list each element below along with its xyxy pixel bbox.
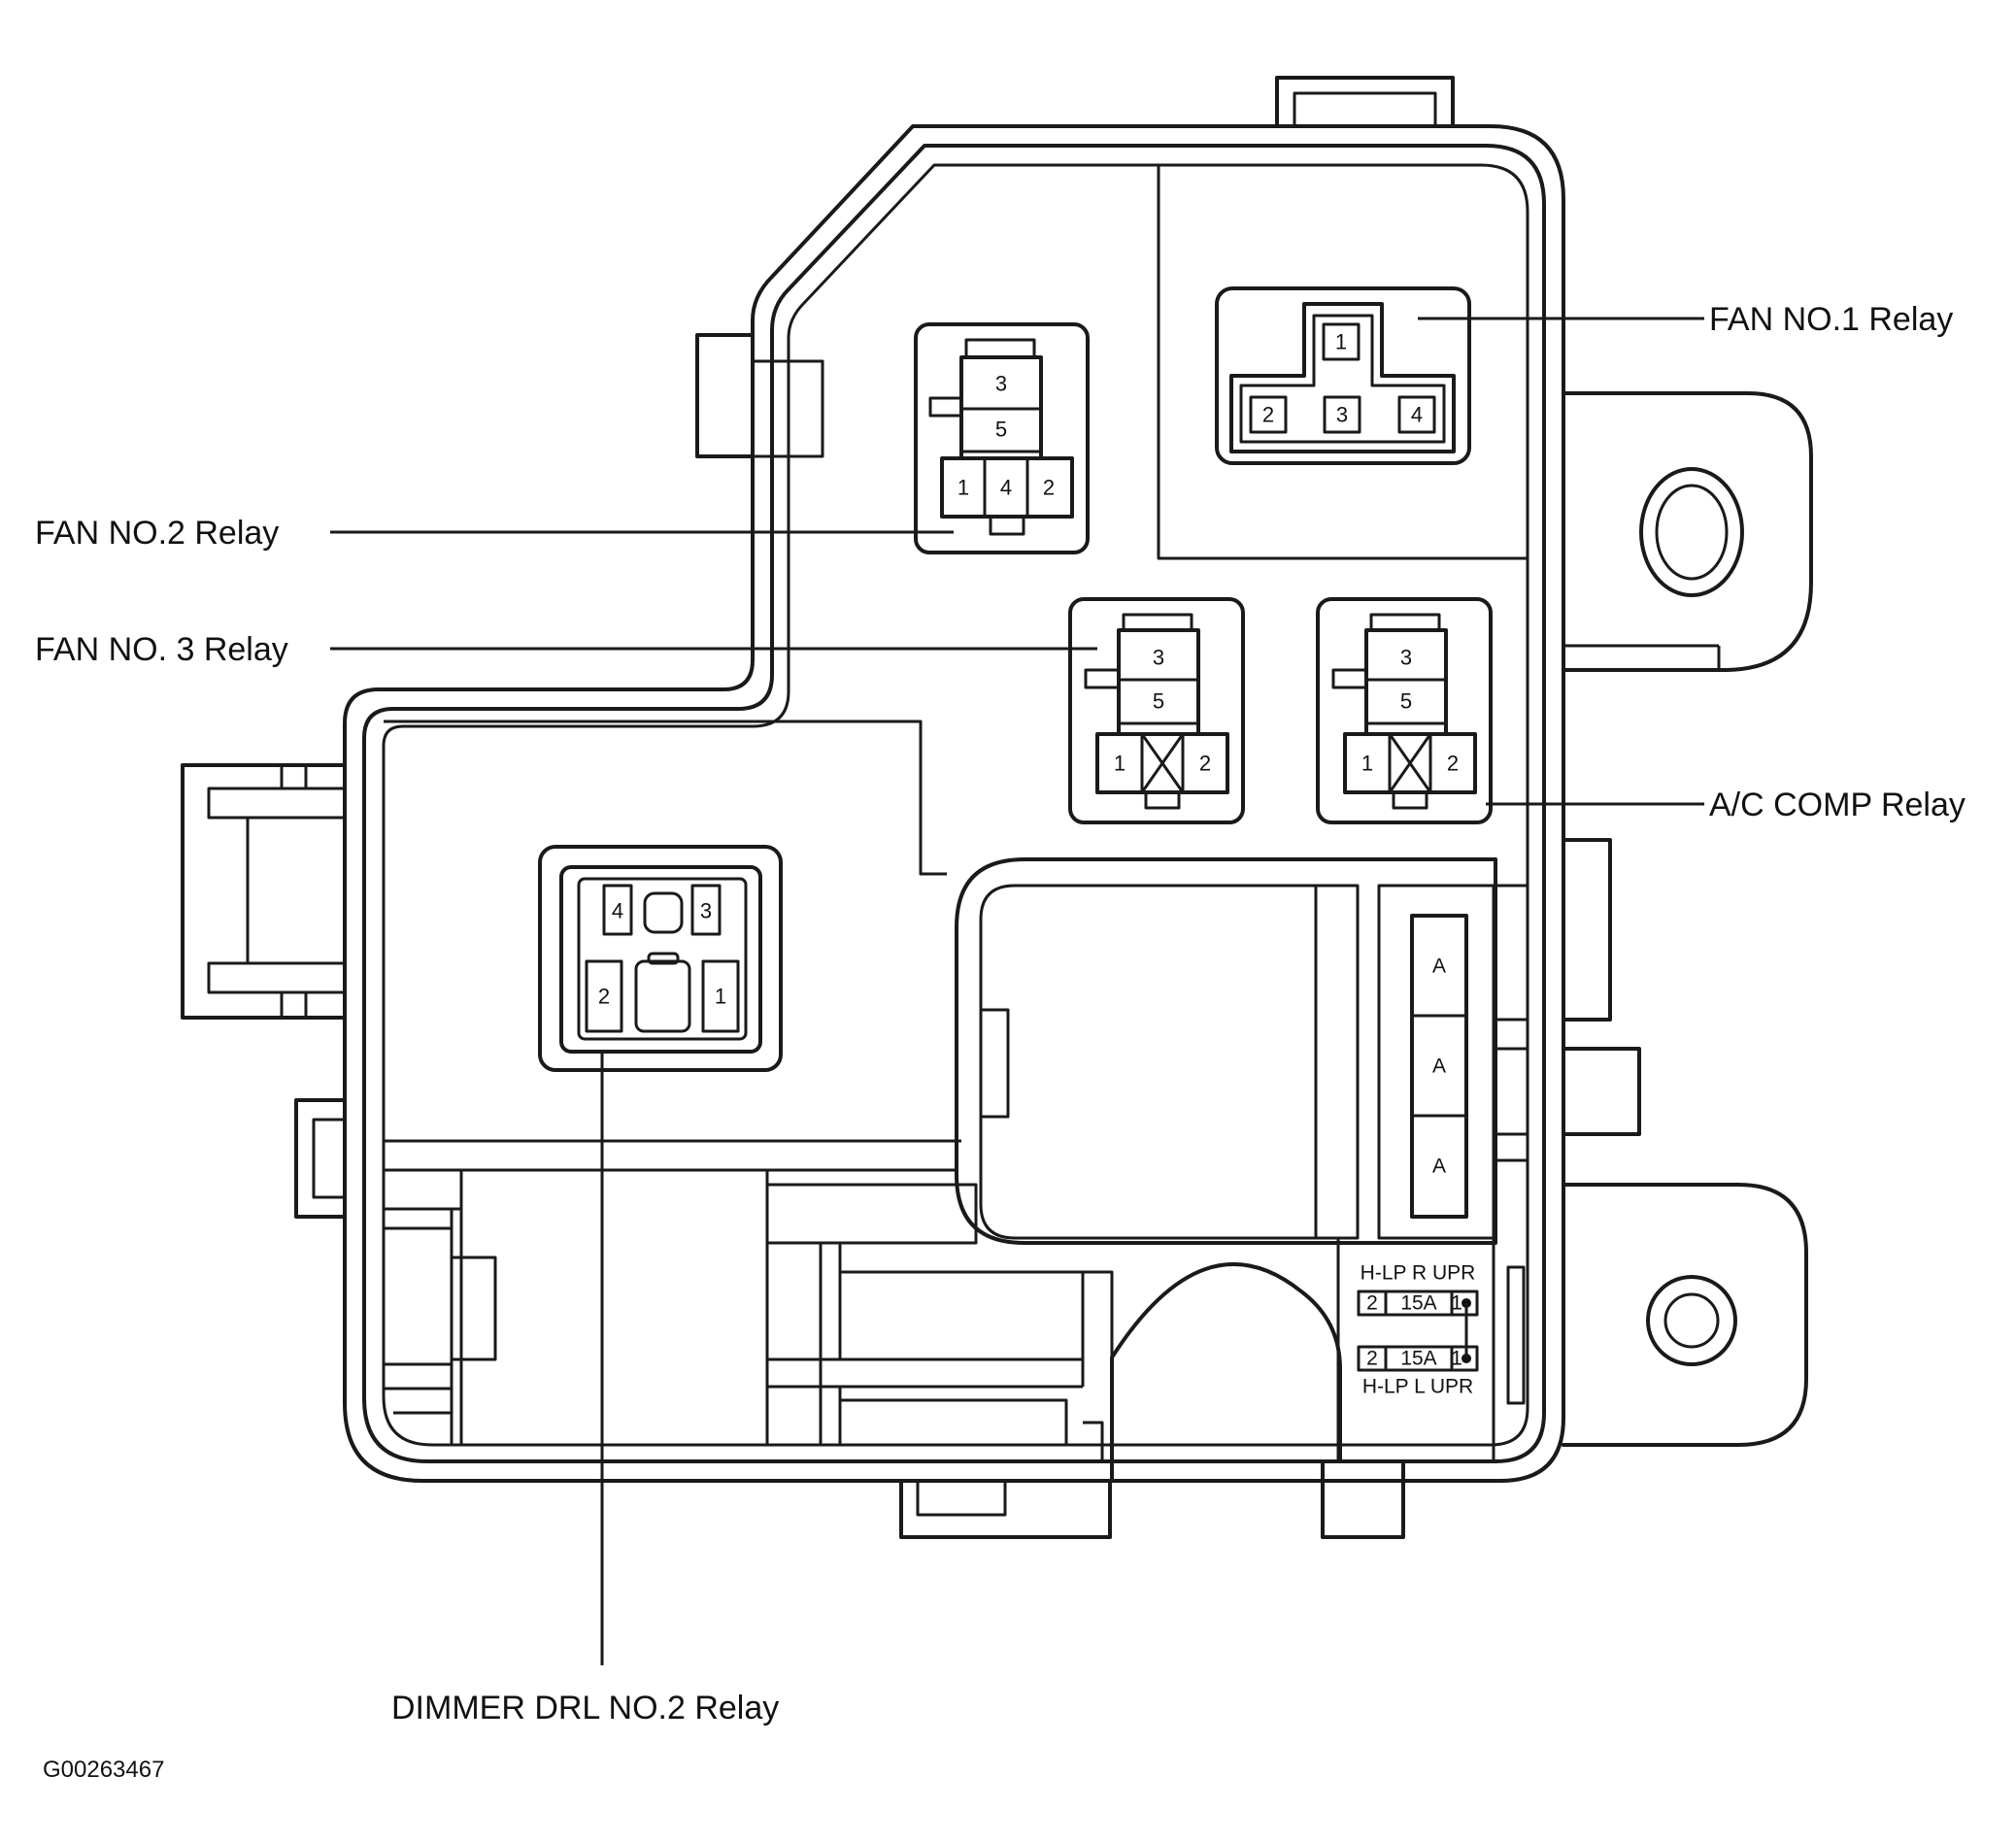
fuse-name-upper: H-LP R UPR (1361, 1262, 1476, 1285)
fuse-column (1410, 914, 1468, 1219)
fan1-relay-label: FAN NO.1 Relay (1709, 301, 1953, 338)
fuse-upper-pin-left: 2 (1366, 1292, 1378, 1315)
fan1-pin-3: 3 (1336, 403, 1348, 427)
ac-comp-pin-5: 5 (1400, 689, 1412, 714)
ac-comp-relay-socket (1316, 597, 1493, 824)
fan3-relay-socket (1068, 597, 1245, 824)
ac-comp-pin-2: 2 (1447, 752, 1459, 776)
fan3-pin-2: 2 (1199, 752, 1211, 776)
fuse-lower-rating: 15A (1400, 1348, 1436, 1370)
fuse-box-housing (181, 76, 1813, 1539)
fan1-pin-1: 1 (1335, 330, 1347, 354)
fuse-block-label: A (1432, 1156, 1446, 1178)
fan2-relay-socket (914, 322, 1090, 554)
figure-code: G00263467 (43, 1757, 164, 1783)
fan1-pin-2: 2 (1262, 403, 1274, 427)
fuse-block-label: A (1432, 1056, 1446, 1078)
fan2-pin-5: 5 (995, 418, 1007, 442)
dimmer-relay-label: DIMMER DRL NO.2 Relay (391, 1690, 779, 1726)
fan3-relay-label: FAN NO. 3 Relay (35, 631, 288, 668)
fan2-relay-label: FAN NO.2 Relay (35, 515, 279, 552)
dimmer-pin-3: 3 (700, 899, 712, 923)
fan3-pin-3: 3 (1153, 646, 1164, 670)
fuse-lower-pin-left: 2 (1366, 1348, 1378, 1370)
ac-comp-pin-3: 3 (1400, 646, 1412, 670)
headlamp-fuses (1357, 1290, 1479, 1372)
fan2-pin-1: 1 (958, 476, 969, 500)
ac-comp-pin-1: 1 (1361, 752, 1373, 776)
fan1-relay-socket (1215, 286, 1471, 465)
fan2-pin-4: 4 (1000, 476, 1012, 500)
fan3-pin-1: 1 (1114, 752, 1126, 776)
fuse-box-internals (384, 165, 1528, 1483)
fan2-pin-2: 2 (1043, 476, 1055, 500)
fan1-pin-4: 4 (1411, 403, 1423, 427)
dimmer-pin-4: 4 (612, 899, 623, 923)
dimmer-relay-socket (538, 845, 783, 1072)
fuse-name-lower: H-LP L UPR (1362, 1376, 1473, 1398)
ac-comp-relay-label: A/C COMP Relay (1709, 787, 1966, 823)
dimmer-pin-2: 2 (598, 985, 610, 1009)
dimmer-pin-1: 1 (715, 985, 726, 1009)
fuse-lower-pin-right: 1 (1451, 1348, 1462, 1370)
fan2-pin-3: 3 (995, 372, 1007, 396)
fuse-upper-pin-right: 1 (1451, 1292, 1462, 1315)
fan3-pin-5: 5 (1153, 689, 1164, 714)
fuse-upper-rating: 15A (1400, 1292, 1436, 1315)
fuse-block-label: A (1432, 955, 1446, 978)
